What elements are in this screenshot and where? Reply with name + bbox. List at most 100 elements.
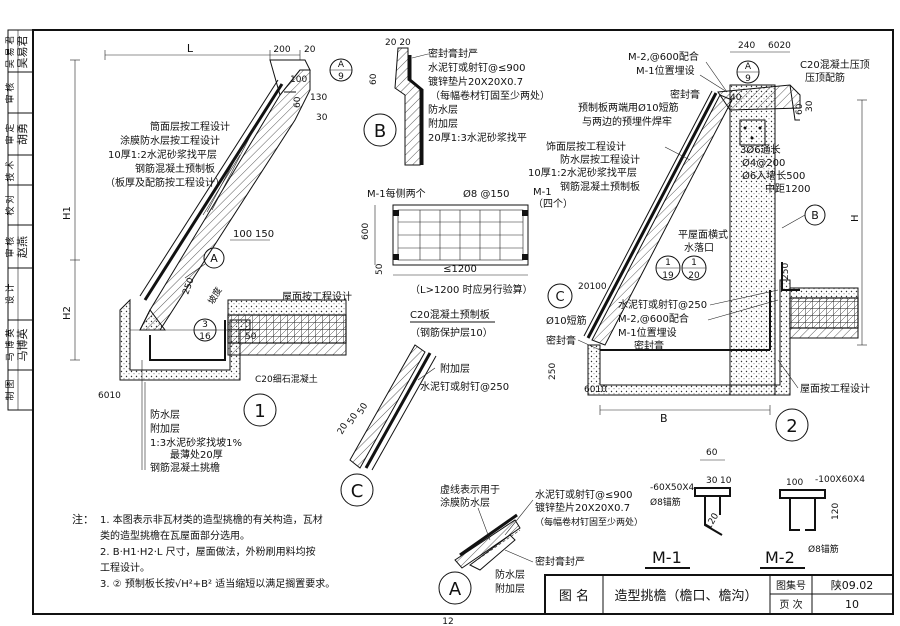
d1-bottom-4: 钢筋混凝土挑檐 [150,461,220,474]
d1-callout-1: 涂膜防水层按工程设计 [120,134,220,147]
slab-note: （L>1200 时应另行验算） [410,283,533,296]
d2-top-0: M-2,@600配合 [628,50,699,63]
tb-label-set: 图集号 [776,579,806,592]
signature-3: 马博英 [15,329,29,362]
d1-refb-sheet: 9 [338,72,344,82]
d1-bottom-2: 1:3水泥砂浆找坡1% [150,436,242,449]
d1-callout-4: （板厚及配筋按工程设计） [105,176,225,189]
page-number-bottom: 12 [442,617,453,626]
dB-label-3: （每幅卷材钉固至少两处） [430,89,550,102]
dA-label-1: 涂膜防水层 [440,496,490,509]
m1-dim-10: 10 [720,476,732,486]
d2-dim-250: 250 [781,263,791,280]
cell-4: 校 对 [4,195,16,216]
d2-rebar-1: Ø4@200 [742,157,785,169]
d2-ref-a-sheet: 9 [745,74,751,84]
dB-label-2: 镀锌垫片20X20X0.7 [428,75,523,88]
d1-callout-2: 10厚1:2水泥砂浆找平层 [108,148,217,161]
m1-dim-60: 60 [706,448,718,458]
d2-left-2: 10厚1:2水泥砂浆找平层 [528,166,637,179]
d1-callout-0: 筒面层按工程设计 [150,120,230,133]
slab-subtitle: （钢筋保护层10） [410,326,493,339]
cell-2: 审 定 [4,124,16,145]
slab-dim-50: 50 [375,263,385,275]
d2-dim-40: 40 [730,93,742,103]
dB-label-0: 密封膏封严 [428,47,478,60]
cell-5: 审 核 [4,237,16,258]
dim-H1: H1 [62,206,73,220]
dC-label-1: 水泥钉或射钉@250 [420,380,509,393]
d2-left-0: 饰面层按工程设计 [546,140,626,153]
d2-dim-240: 240 [738,41,755,51]
dim-60: 60 [293,96,303,108]
slab-label-left: M-1每侧两个 [367,187,426,200]
d1-concrete-label: C20细石混凝土 [255,373,318,385]
dA-label-6: 防水层 [495,568,525,581]
d2-ref-1-b: 1 [691,258,697,268]
detail-1: L 200 20 100 H1 H2 筒面层按工程设计 涂膜防水层按工 [62,42,353,474]
detail-B: 20 20 60 密封膏封严 水泥钉或射钉@≤900 镀锌垫片20X20X0.7… [363,38,550,166]
signature-column: 吴 易 君 审 核 审 定 技 术 校 对 审 核 设 计 马 博 英 制 图 … [4,29,34,411]
detail-C: 附加层 水泥钉或射钉@250 20 50 50 C [336,344,509,507]
cell-7: 马 博 英 [4,329,16,362]
d2-lower-1: M-2,@600配合 [618,312,689,325]
dB-letter: B [374,121,386,142]
d2-left-1: 防水层按工程设计 [560,153,640,166]
d1-roof-label: 屋面按工程设计 [282,290,352,303]
d2-top-2: 密封膏 [670,88,700,101]
dC-dim-2: 50 [356,401,371,416]
notes: 注： 1. 本图表示非瓦材类的造型挑檐的有关构造，瓦材 类的造型挑檐在瓦屋面部分… [72,512,335,590]
dC-label-0: 附加层 [440,362,470,375]
m1-detail: 60 30 10 -60X50X4 Ø8锚筋 120 M-1 [645,448,732,569]
d1-ref3-top: 3 [202,320,208,330]
tb-set: 陕09.02 [831,578,874,592]
m1-spec: -60X50X4 [650,483,694,493]
tb-label-page: 页 次 [779,598,802,611]
dB-label-1: 水泥钉或射钉@≤900 [428,61,525,74]
d2-dim-H: H [850,214,861,222]
d1-bottom-1: 附加层 [150,422,180,435]
dim-150: 150 [255,229,274,240]
dB-dim-2020: 20 20 [385,38,411,48]
d2-top-1: M-1位置埋设 [636,64,695,77]
d2-ref-1-a: 1 [665,258,671,268]
d2-ref-19: 19 [662,271,674,281]
d2-ref-b: B [811,209,819,222]
d2-right-1: 压顶配筋 [805,71,845,84]
dA-label-0: 虚线表示用于 [440,483,500,496]
tb-label-name: 图 名 [559,588,589,604]
slab-label-right: M-1 [533,187,552,198]
d1-refb-a: A [338,60,345,70]
d2-rebar-2: Ø6入墙长500 [742,169,805,182]
title-block: 图 名 造型挑檐（檐口、檐沟） 图集号 陕09.02 页 次 10 [544,574,894,615]
dim-200: 200 [273,45,290,55]
slab-dim-1200: ≤1200 [443,264,477,275]
dA-label-5: 密封膏封严 [535,555,585,568]
d2-ref-c: C [555,290,564,305]
m2-title: M-2 [765,548,795,567]
d2-left-lower-0: Ø10短筋 [546,314,587,327]
dB-dim-60: 60 [369,73,379,85]
dC-letter: C [351,481,364,502]
dim-130: 130 [310,93,327,103]
note-0: 1. 本图表示非瓦材类的造型挑檐的有关构造，瓦材 [100,513,323,526]
notes-label: 注： [72,512,94,526]
slab-dim-600: 600 [361,223,371,240]
cell-8: 制 图 [4,380,16,401]
dA-label-2: 水泥钉或射钉@≤900 [535,488,632,501]
d2-dim-6010: 6010 [584,385,607,395]
d1-bottom-0: 防水层 [150,408,180,421]
d1-ref-a: A [210,252,218,265]
d2-lower-3: 密封膏 [634,339,664,352]
d2-right-0: C20混凝土压顶 [800,58,870,71]
d2-outlet-1: 水落口 [684,242,714,254]
d2-number: 2 [786,416,797,437]
d2-outlet-0: 平屋面横式 [678,228,728,241]
dA-letter: A [449,579,462,600]
d2-ref-20: 20 [688,271,700,281]
d2-bottom-label: 屋面按工程设计 [800,382,870,395]
precast-slab: M-1每侧两个 Ø8 @150 M-1 （四个） 600 50 ≤1200 （L… [361,187,573,339]
slab-title: C20混凝土预制板 [410,308,490,321]
d2-dim-30: 30 [805,100,815,112]
